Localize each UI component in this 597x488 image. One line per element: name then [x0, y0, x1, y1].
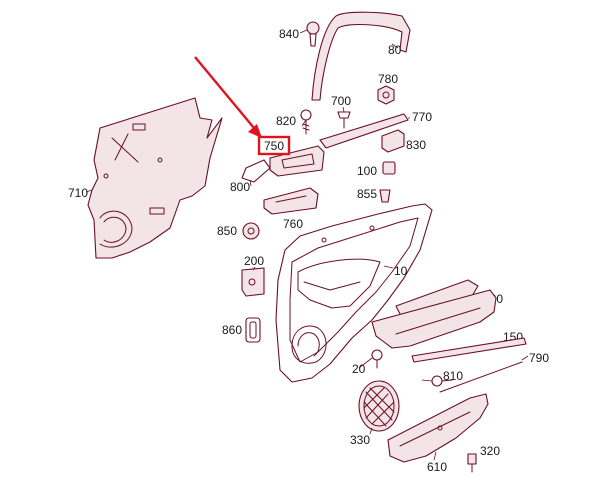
part-700-screw [337, 111, 351, 129]
part-750-handle-housing [269, 145, 325, 177]
label-810[interactable]: 810 [443, 369, 463, 383]
part-850-grommet [242, 222, 260, 240]
label-770[interactable]: 770 [412, 110, 432, 124]
label-860[interactable]: 860 [222, 323, 242, 337]
label-200[interactable]: 200 [244, 254, 264, 268]
part-10-door-panel [275, 203, 433, 383]
label-830[interactable]: 830 [406, 138, 426, 152]
part-100-plug [382, 161, 396, 175]
label-610[interactable]: 610 [427, 460, 447, 474]
highlight-box-750 [257, 135, 291, 156]
label-820[interactable]: 820 [276, 114, 296, 128]
label-100[interactable]: 100 [357, 164, 377, 178]
part-20-screw [371, 349, 383, 369]
part-710-insulation [87, 97, 223, 259]
part-610-lower-trim [387, 393, 489, 463]
part-830-clip [381, 129, 405, 153]
part-320-clip [467, 453, 477, 473]
part-200-bracket [241, 267, 265, 297]
part-860-bezel [245, 317, 261, 343]
part-330-speaker-grille [358, 380, 400, 432]
label-320[interactable]: 320 [480, 444, 500, 458]
part-150-armrest-trim [371, 289, 497, 349]
label-780[interactable]: 780 [378, 72, 398, 86]
part-820-screw [300, 109, 312, 135]
label-80[interactable]: 80 [388, 43, 402, 57]
label-840[interactable]: 840 [279, 27, 299, 41]
label-10[interactable]: 10 [394, 264, 408, 278]
label-800[interactable]: 800 [230, 180, 250, 194]
label-710[interactable]: 710 [68, 186, 88, 200]
label-760[interactable]: 760 [283, 217, 303, 231]
pointer-arrow [194, 56, 262, 138]
part-855-clip [379, 189, 391, 203]
label-855[interactable]: 855 [357, 187, 377, 201]
part-840-clip [306, 21, 320, 47]
part-800-cover [241, 159, 271, 183]
label-330[interactable]: 330 [350, 433, 370, 447]
label-700[interactable]: 700 [331, 94, 351, 108]
part-770-trim-strip [319, 113, 409, 149]
label-750[interactable]: 750 [264, 139, 284, 153]
part-780-nut [377, 85, 395, 105]
label-850[interactable]: 850 [217, 224, 237, 238]
part-760-handle [263, 187, 319, 215]
label-790[interactable]: 790 [529, 351, 549, 365]
part-80-weatherstrip [311, 11, 411, 101]
part-790-trim-strip [411, 337, 527, 393]
